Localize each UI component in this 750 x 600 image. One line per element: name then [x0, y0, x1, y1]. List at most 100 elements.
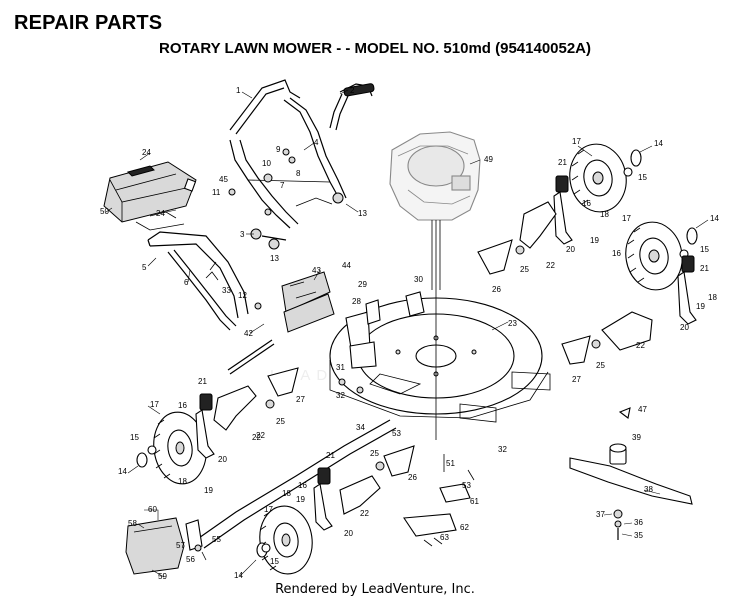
hubcaps-and-washers [136, 149, 698, 558]
callout: 17 [264, 505, 273, 514]
callout: 18 [600, 210, 609, 219]
callout: 36 [634, 518, 643, 527]
callout: 26 [492, 285, 501, 294]
callout: 2 [350, 86, 355, 95]
callout: 51 [446, 459, 455, 468]
callout: 22 [360, 509, 369, 518]
callout: 32 [498, 445, 507, 454]
callout: 22 [546, 261, 555, 270]
engine [389, 131, 481, 221]
footer-credit: Rendered by LeadVenture, Inc. [275, 582, 475, 597]
callout: 4 [314, 138, 319, 147]
callout: 22 [636, 341, 645, 350]
callout: 12 [238, 291, 247, 300]
callout: 11 [212, 188, 221, 197]
callout: 21 [198, 377, 207, 386]
callout: 25 [370, 449, 379, 458]
callout: 42 [244, 329, 253, 338]
axle-brackets [213, 201, 653, 515]
callout: 57 [176, 541, 185, 550]
callout: 16 [582, 199, 591, 208]
bag-frame [147, 231, 249, 331]
callout: 17 [622, 214, 631, 223]
rear-discharge-door [125, 517, 207, 575]
callout: 58 [128, 519, 137, 528]
callout: 27 [296, 395, 305, 404]
rear-handle-tube [195, 419, 397, 549]
callout: 14 [234, 571, 243, 580]
callout: 20 [680, 323, 689, 332]
callout: 24 [156, 209, 165, 218]
callout: 25 [596, 361, 605, 370]
callout: 22 [252, 433, 261, 442]
callout: 26 [408, 473, 417, 482]
callout: 45 [219, 175, 228, 184]
callout: 10 [262, 159, 271, 168]
control-bail [329, 83, 375, 131]
callout-labels: 1 2 4 3 5 6 7 8 9 10 11 12 13 13 24 24 4… [100, 86, 719, 581]
callout: 9 [276, 145, 281, 154]
callout: 7 [280, 181, 285, 190]
callout: 16 [298, 481, 307, 490]
callout: 19 [204, 486, 213, 495]
page-title: REPAIR PARTS [14, 12, 163, 34]
callout: 50 [100, 207, 109, 216]
mulch-plates [403, 454, 475, 547]
callout: 24 [142, 148, 151, 157]
wheel-rear-left [153, 411, 207, 485]
callout: 47 [638, 405, 647, 414]
rear-flap [281, 271, 335, 333]
callout: 61 [470, 497, 479, 506]
callout: 55 [212, 535, 221, 544]
callout: 23 [508, 319, 517, 328]
rear-door-rod [227, 302, 275, 375]
callout: 28 [352, 297, 361, 306]
callout: 17 [150, 400, 159, 409]
callout: 18 [282, 489, 291, 498]
handle-knobs [228, 148, 344, 250]
callout: 43 [312, 266, 321, 275]
engine-mount-rods [431, 220, 441, 440]
callout: 3 [240, 230, 245, 239]
callout: 31 [336, 363, 345, 372]
callout: 22 [256, 431, 265, 440]
callout: 21 [558, 158, 567, 167]
callout: 19 [696, 302, 705, 311]
wheel-front-right-lower [625, 221, 683, 291]
callout: 38 [644, 485, 653, 494]
callout: 8 [296, 169, 301, 178]
callout: 62 [460, 523, 469, 532]
callout: 53 [392, 429, 401, 438]
callout: 15 [130, 433, 139, 442]
callout: 17 [572, 137, 581, 146]
callout: 20 [344, 529, 353, 538]
leader-lines [105, 89, 709, 578]
callout: 6 [184, 278, 189, 287]
height-adjuster-brackets [338, 291, 425, 394]
callout: 18 [178, 477, 187, 486]
callout: 30 [414, 275, 423, 284]
callout: 13 [270, 254, 279, 263]
callout: 49 [484, 155, 493, 164]
callout: 27 [572, 375, 581, 384]
callout: 25 [520, 265, 529, 274]
callout: 15 [700, 245, 709, 254]
callout: 14 [118, 467, 127, 476]
callout: 56 [186, 555, 195, 564]
callout: 5 [142, 263, 147, 272]
blade-assembly [569, 407, 693, 540]
callout: 39 [632, 433, 641, 442]
callout: 16 [178, 401, 187, 410]
callout: 13 [358, 209, 367, 218]
callout: 19 [590, 236, 599, 245]
upper-handle [229, 79, 347, 229]
callout: 14 [710, 214, 719, 223]
callout: 18 [708, 293, 717, 302]
callout: 25 [276, 417, 285, 426]
height-levers [195, 175, 697, 531]
model-title: ROTARY LAWN MOWER - - MODEL NO. 510md (9… [158, 40, 592, 57]
callout: 60 [148, 505, 157, 514]
callout: 20 [218, 455, 227, 464]
callout: 15 [638, 173, 647, 182]
axle-mounts [265, 239, 601, 477]
